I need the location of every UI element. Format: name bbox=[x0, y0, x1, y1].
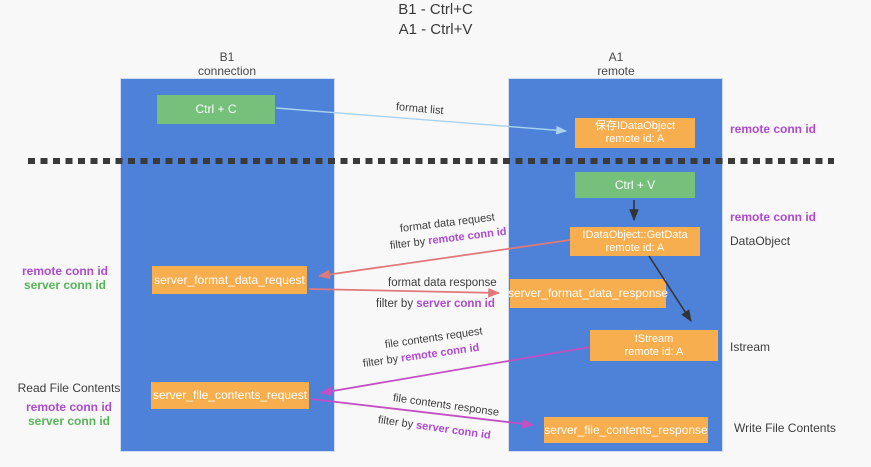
node-idataobject-getdata-line1: IDataObject::GetData bbox=[582, 228, 688, 241]
label-format-list: format list bbox=[395, 101, 445, 118]
annotation-istream: Istream bbox=[730, 340, 771, 354]
node-server-format-data-request: server_format_data_request bbox=[152, 266, 307, 294]
annotation-remote-conn-id-top: remote conn id bbox=[730, 122, 817, 136]
node-server-file-contents-response-label: server_file_contents_response bbox=[544, 422, 708, 437]
node-ctrl-c: Ctrl + C bbox=[157, 95, 275, 124]
format-data-response-arrow bbox=[308, 287, 501, 298]
dashed-divider bbox=[28, 158, 834, 164]
annotation-write-file-contents: Write File Contents bbox=[734, 421, 836, 435]
node-server-file-contents-request: server_file_contents_request bbox=[151, 382, 309, 409]
annotation-left-server-conn-id-2: server conn id bbox=[27, 414, 111, 428]
annotation-dataobject: DataObject bbox=[730, 234, 791, 248]
diagram-title: B1 - Ctrl+C A1 - Ctrl+V bbox=[0, 0, 871, 40]
label-format-data-response: format data response bbox=[388, 277, 497, 289]
title-line-1: B1 - Ctrl+C bbox=[398, 1, 473, 18]
node-ctrl-v: Ctrl + V bbox=[575, 172, 695, 198]
node-server-file-contents-response: server_file_contents_response bbox=[544, 417, 708, 443]
node-server-file-contents-request-label: server_file_contents_request bbox=[152, 388, 308, 402]
node-istream-line2: remote id: A bbox=[624, 345, 684, 358]
annotation-read-file-contents: Read File Contents bbox=[17, 381, 121, 395]
node-save-dataobject: 保存IDataObject remote id: A bbox=[575, 118, 695, 148]
annotation-left-remote-conn-id-2: remote conn id bbox=[25, 400, 112, 414]
node-server-format-data-request-label: server_format_data_request bbox=[154, 272, 305, 287]
node-ctrl-v-label: Ctrl + V bbox=[614, 177, 656, 192]
node-istream-line1: IStream bbox=[634, 332, 674, 345]
label-filter-server-2: filter by server conn id bbox=[377, 414, 492, 442]
node-save-dataobject-line2: remote id: A bbox=[605, 133, 665, 145]
node-server-format-data-response: server_format_data_response bbox=[507, 279, 669, 308]
node-server-format-data-response-label: server_format_data_response bbox=[507, 286, 669, 300]
lifeline-header-b1: B1 connection bbox=[152, 50, 302, 78]
lifeline-a1-subtitle: remote bbox=[597, 64, 635, 78]
annotation-left-server-conn-id-1: server conn id bbox=[23, 278, 107, 292]
node-save-dataobject-line1: 保存IDataObject bbox=[594, 120, 676, 132]
title-line-2: A1 - Ctrl+V bbox=[398, 21, 473, 38]
lifeline-b1-subtitle: connection bbox=[197, 64, 257, 78]
annotation-left-conn-ids-1: remote conn id server conn id bbox=[15, 264, 115, 292]
node-idataobject-getdata: IDataObject::GetData remote id: A bbox=[570, 227, 700, 256]
annotation-left-remote-conn-id-1: remote conn id bbox=[21, 264, 108, 278]
label-filter-server-1: filter by server conn id bbox=[376, 298, 495, 310]
node-istream: IStream remote id: A bbox=[590, 330, 718, 361]
lifeline-b1-name: B1 bbox=[219, 50, 235, 64]
node-idataobject-getdata-line2: remote id: A bbox=[605, 241, 665, 254]
node-ctrl-c-label: Ctrl + C bbox=[195, 102, 237, 116]
server-conn-id-inline-2: server conn id bbox=[415, 419, 492, 442]
lifeline-a1-name: A1 bbox=[608, 50, 624, 64]
annotation-remote-conn-id-mid: remote conn id bbox=[730, 210, 817, 224]
annotation-left-conn-ids-2: Read File Contents remote conn id server… bbox=[14, 381, 124, 428]
label-file-contents-response: file contents response bbox=[392, 392, 500, 419]
server-conn-id-inline-1: server conn id bbox=[416, 298, 495, 310]
lifeline-header-a1: A1 remote bbox=[541, 50, 691, 78]
